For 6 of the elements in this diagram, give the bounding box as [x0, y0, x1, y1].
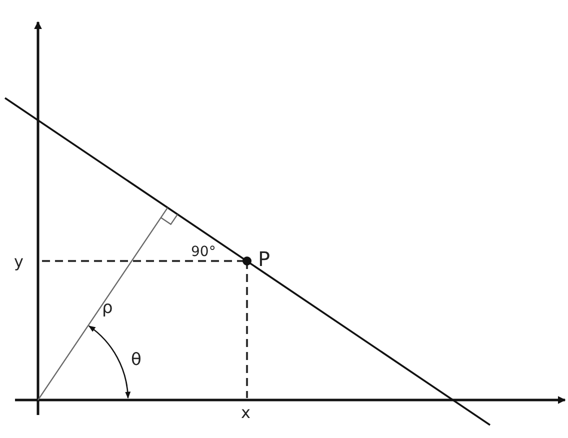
- angle-label: 90°: [191, 245, 216, 259]
- axis-label: x: [241, 405, 250, 421]
- angle-label: θ: [131, 352, 142, 369]
- axis-label: y: [14, 254, 24, 270]
- distance-label: ρ: [102, 300, 113, 317]
- point-label: P: [258, 249, 270, 269]
